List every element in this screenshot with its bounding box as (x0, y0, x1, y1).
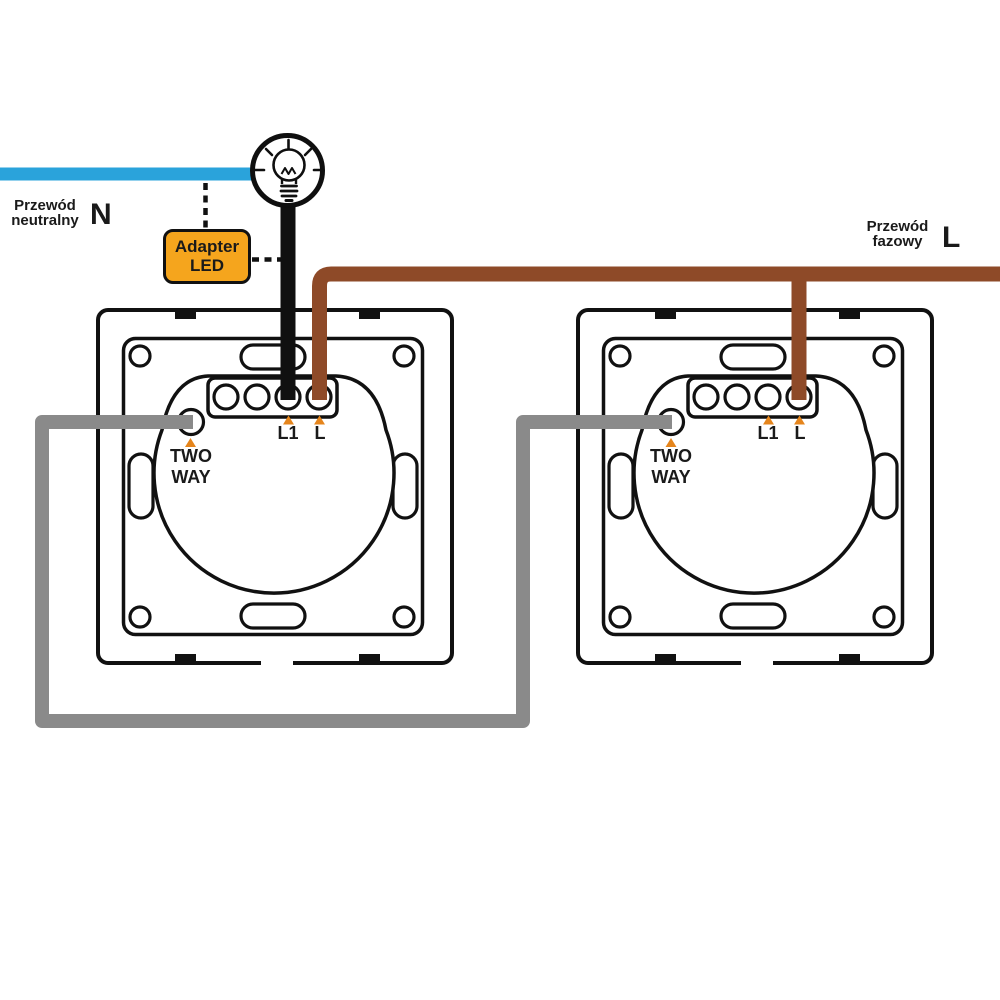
marker-l1-switch2 (763, 415, 774, 425)
light-bulb-icon (250, 133, 325, 208)
marker-two-way-switch1 (185, 438, 196, 447)
terminal-label-l-switch2: L (794, 423, 806, 443)
phase-wire (312, 266, 1000, 400)
two-way-label-line2-switch1: WAY (171, 467, 211, 487)
switch-2-plate (576, 308, 934, 669)
marker-two-way-switch2 (665, 438, 677, 447)
two-way-label-line2-switch2: WAY (651, 467, 691, 487)
phase-symbol: L (942, 221, 961, 254)
bulb-rays (253, 138, 325, 172)
traveler-wire (35, 415, 672, 728)
phase-wire-label-line1: Przewód (866, 218, 929, 235)
terminal-markers (185, 415, 805, 447)
switch-1-plate (96, 308, 454, 669)
marker-l-switch1 (314, 415, 325, 425)
two-way-label-line1-switch2: TWO (650, 446, 692, 466)
adapter-led-box: Adapter LED (163, 229, 251, 284)
neutral-wire-label: Przewód neutralny (0, 197, 90, 229)
marker-l1-switch1 (283, 415, 294, 425)
marker-l-switch2 (794, 415, 805, 425)
phase-wire-label-line2: fazowy (872, 232, 923, 250)
neutral-wire-label-line2: neutralny (11, 211, 79, 229)
neutral-wire-label-line1: Przewód (14, 197, 76, 214)
neutral-symbol: N (90, 198, 112, 231)
terminal-label-l1-switch2: L1 (757, 423, 779, 443)
terminal-label-l-switch1: L (314, 423, 326, 443)
terminal-label-l1-switch1: L1 (277, 423, 299, 443)
phase-wire-label: Przewód fazowy (855, 218, 940, 250)
adapter-led-label-line2: LED (190, 256, 224, 275)
two-way-label-line1-switch1: TWO (170, 446, 212, 466)
adapter-led-label-line1: Adapter (174, 237, 240, 256)
